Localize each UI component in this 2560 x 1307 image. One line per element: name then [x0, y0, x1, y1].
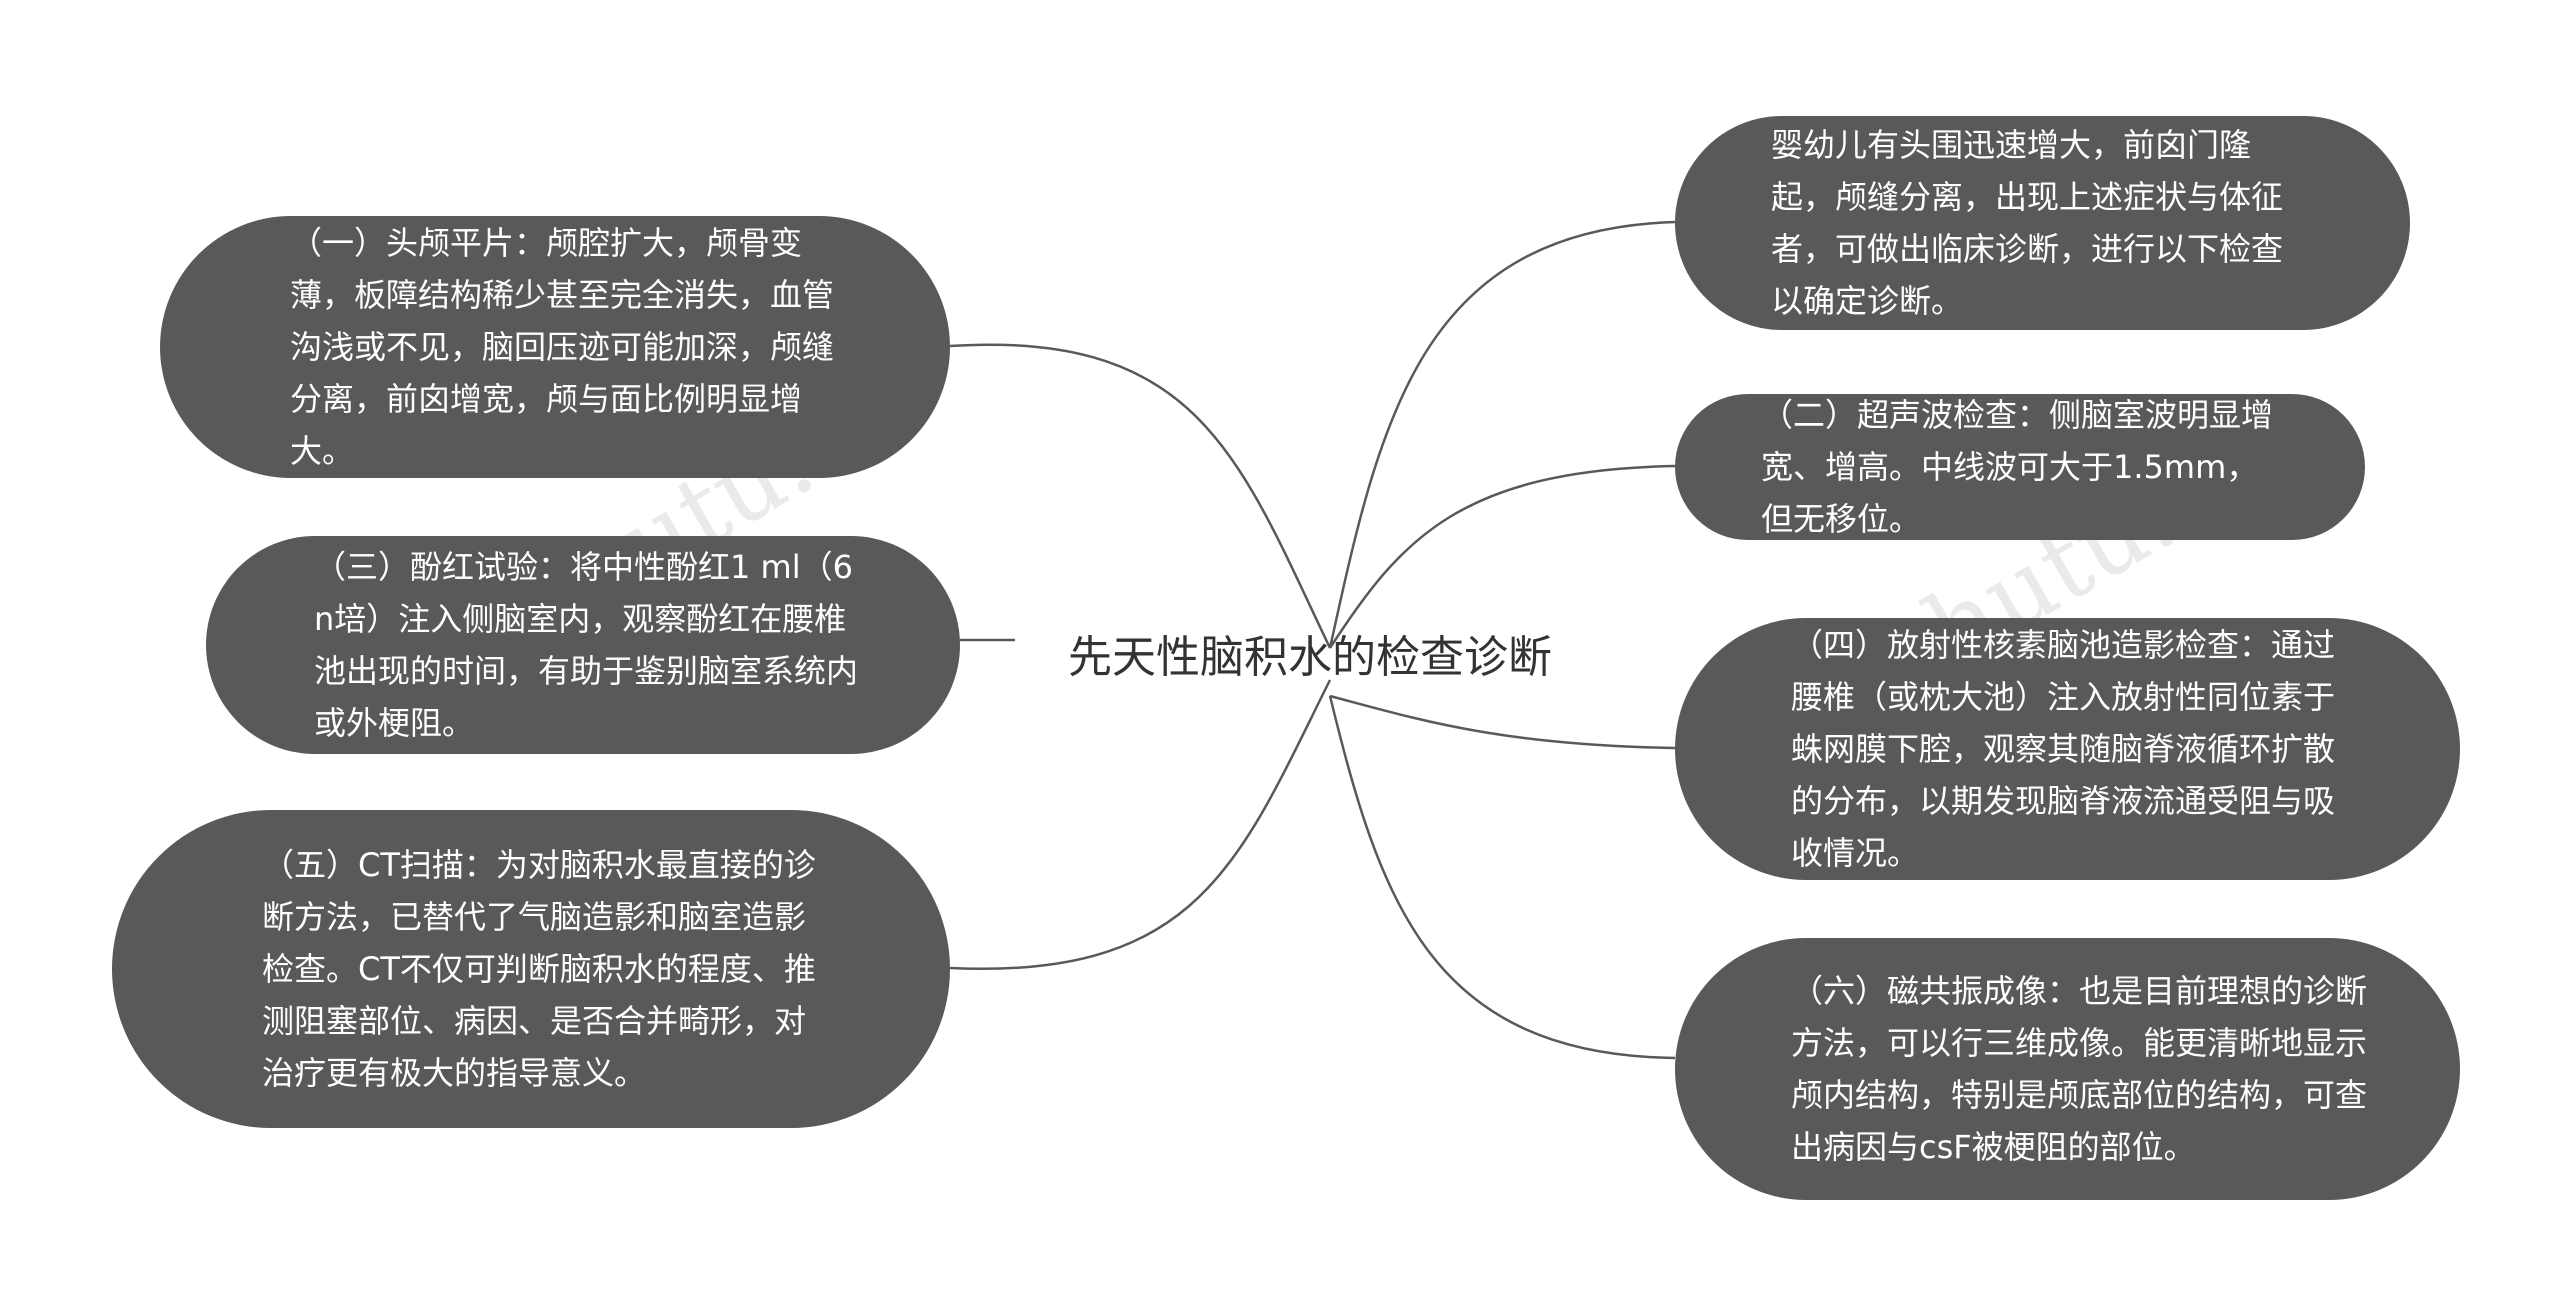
- branch-phenol-red-text: （三）酚红试验：将中性酚红1 ml（6n培）注入侧脑室内，观察酚红在腰椎池出现的…: [314, 548, 859, 742]
- branch-ct-scan-text: （五）CT扫描：为对脑积水最直接的诊断方法，已替代了气脑造影和脑室造影检查。CT…: [262, 846, 816, 1092]
- connector-to-ultrasound: [1328, 464, 1676, 649]
- branch-radionuclide-text: （四）放射性核素脑池造影检查：通过腰椎（或枕大池）注入放射性同位素于蛛网膜下腔，…: [1791, 626, 2336, 872]
- branch-ultrasound-text: （二）超声波检查：侧脑室波明显增宽、增高。中线波可大于1.5mm，但无移位。: [1761, 396, 2274, 538]
- connector-to-mri: [1328, 695, 1676, 1060]
- center-topic: 先天性脑积水的检查诊断: [1068, 632, 1552, 683]
- branch-radionuclide: （四）放射性核素脑池造影检查：通过腰椎（或枕大池）注入放射性同位素于蛛网膜下腔，…: [1675, 618, 2460, 880]
- branch-infant-signs-text: 婴幼儿有头围迅速增大，前囟门隆起，颅缝分离，出现上述症状与体征者，可做出临床诊断…: [1771, 126, 2284, 320]
- connector-to-radionuclide: [1329, 694, 1676, 750]
- branch-mri-text: （六）磁共振成像：也是目前理想的诊断方法，可以行三维成像。能更清晰地显示颅内结构…: [1791, 972, 2368, 1166]
- branch-ultrasound: （二）超声波检查：侧脑室波明显增宽、增高。中线波可大于1.5mm，但无移位。: [1675, 394, 2365, 540]
- branch-ct-scan: （五）CT扫描：为对脑积水最直接的诊断方法，已替代了气脑造影和脑室造影检查。CT…: [112, 810, 950, 1128]
- branch-infant-signs: 婴幼儿有头围迅速增大，前囟门隆起，颅缝分离，出现上述症状与体征者，可做出临床诊断…: [1675, 116, 2410, 330]
- connector-to-infant-signs: [1328, 220, 1676, 649]
- connector-to-ct-scan: [949, 679, 1332, 971]
- branch-skull-xray: （一）头颅平片：颅腔扩大，颅骨变薄，板障结构稀少甚至完全消失，血管沟浅或不见，脑…: [160, 216, 950, 478]
- branch-phenol-red: （三）酚红试验：将中性酚红1 ml（6n培）注入侧脑室内，观察酚红在腰椎池出现的…: [206, 536, 960, 754]
- connector-to-skull-xray: [949, 343, 1332, 649]
- branch-skull-xray-text: （一）头颅平片：颅腔扩大，颅骨变薄，板障结构稀少甚至完全消失，血管沟浅或不见，脑…: [290, 224, 835, 470]
- branch-mri: （六）磁共振成像：也是目前理想的诊断方法，可以行三维成像。能更清晰地显示颅内结构…: [1675, 938, 2460, 1200]
